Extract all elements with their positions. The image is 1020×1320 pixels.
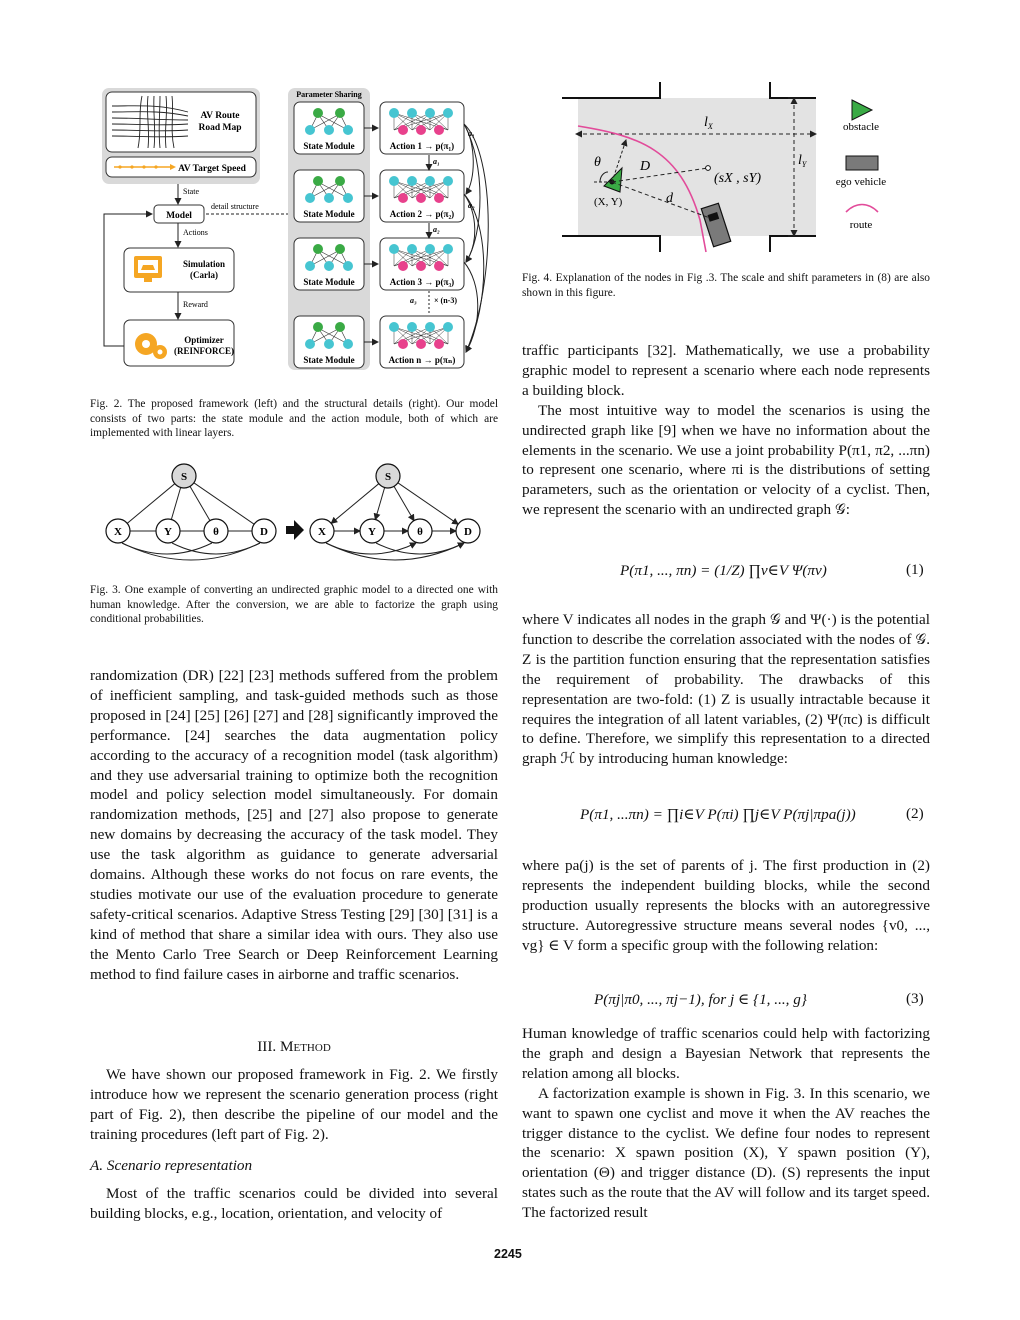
left-column-3: Most of the traffic scenarios could be d…: [90, 1184, 498, 1224]
fig4-diagram: lX lY θ D d (sX , sY) (X, Y) obstacle eg…: [562, 82, 887, 253]
equation-3: P(πj|π0, ..., πj−1), for j ∈ {1, ..., g}: [594, 991, 807, 1008]
graph-node: Y: [359, 518, 385, 544]
fig3-caption: Fig. 3. One example of converting an und…: [90, 584, 498, 626]
graph-node: D: [251, 518, 277, 544]
svg-text:S: S: [385, 471, 391, 483]
equation-2-number: (2): [906, 805, 924, 822]
action-module-label: Action n → p(πₙ): [389, 355, 456, 365]
right-paragraph-1: traffic participants [32]. Mathematicall…: [522, 342, 930, 399]
graph-node: X: [105, 518, 131, 544]
svg-text:θ: θ: [417, 526, 423, 538]
left-paragraph-2: We have shown our proposed framework in …: [90, 1066, 498, 1143]
svg-text:Y: Y: [164, 526, 172, 538]
left-column: randomization (DR) [22] [23] methods suf…: [90, 666, 498, 985]
action-module-label: Action 3 → p(π₃): [390, 277, 454, 287]
state-label: State: [183, 187, 199, 196]
a1-mid: a₁: [433, 157, 440, 166]
action-module-label: Action 1 → p(π₁): [390, 141, 454, 151]
graph-node: D: [455, 518, 481, 544]
svg-text:S: S: [181, 471, 187, 483]
left-paragraph-3: Most of the traffic scenarios could be d…: [90, 1185, 498, 1222]
a3-mid: a₃: [410, 296, 417, 305]
parameter-sharing-label: Parameter Sharing: [296, 90, 361, 99]
page-number: 2245: [494, 1247, 522, 1261]
a2-mid: a₂: [433, 225, 440, 234]
ly-label: lY: [798, 153, 808, 169]
right-paragraph-2: The most intuitive way to model the scen…: [522, 401, 930, 519]
fig4-caption: Fig. 4. Explanation of the nodes in Fig …: [522, 272, 930, 299]
equation-1-number: (1): [906, 561, 924, 578]
state-module: State Module: [293, 315, 365, 369]
right-column-2: where V indicates all nodes in the graph…: [522, 610, 930, 769]
right-paragraph-5: Human knowledge of traffic scenarios cou…: [522, 1025, 930, 1082]
fig2-caption: Fig. 2. The proposed framework (left) an…: [90, 398, 498, 440]
left-column-2: We have shown our proposed framework in …: [90, 1065, 498, 1145]
right-column-3: where pa(j) is the set of parents of j. …: [522, 856, 930, 956]
repeat-label: × (n-3): [434, 296, 457, 305]
state-module: State Module: [293, 237, 365, 291]
legend-route: route: [850, 219, 873, 231]
optimizer-label: Optimizer(REINFORCE): [174, 335, 234, 356]
graph-node: S: [375, 463, 401, 489]
svg-text:X: X: [318, 526, 326, 538]
model-label: Model: [166, 211, 192, 221]
lx-label: lX: [704, 115, 714, 131]
graph-node: Y: [155, 518, 181, 544]
action-module: Action 1 → p(π₁): [379, 101, 465, 155]
state-module-label: State Module: [303, 209, 354, 219]
action-module-label: Action 2 → p(π₂): [390, 209, 454, 219]
D-label: D: [639, 159, 650, 174]
right-paragraph-6: A factorization example is shown in Fig.…: [522, 1084, 930, 1222]
a1-side: a₁: [468, 129, 475, 138]
detail-structure-label: detail structure: [211, 202, 259, 211]
route-legend-icon: [845, 203, 879, 213]
equation-2: P(π1, ...πn) = ∏i∈V P(πi) ∏j∈V P(πj|πpa(…: [580, 806, 856, 823]
svg-text:Y: Y: [368, 526, 376, 538]
right-column-1: traffic participants [32]. Mathematicall…: [522, 341, 930, 520]
section-heading: III. Method: [257, 1038, 331, 1055]
equation-3-number: (3): [906, 990, 924, 1007]
simulation-label: Simulation(Carla): [183, 259, 225, 280]
sxsy-label: (sX , sY): [714, 171, 761, 186]
theta-label: θ: [594, 155, 601, 170]
action-module: Action 3 → p(π₃): [379, 237, 465, 291]
actions-label: Actions: [183, 228, 208, 237]
action-module: Action n → p(πₙ): [379, 315, 465, 369]
svg-text:D: D: [260, 526, 268, 538]
target-speed-label: AV Target Speed: [178, 164, 246, 174]
xy-label: (X, Y): [594, 196, 623, 208]
graph-node: θ: [203, 518, 229, 544]
svg-text:X: X: [114, 526, 122, 538]
state-module-label: State Module: [303, 277, 354, 287]
graph-node: θ: [407, 518, 433, 544]
action-module: Action 2 → p(π₂): [379, 169, 465, 223]
graph-node: S: [171, 463, 197, 489]
legend-obstacle: obstacle: [843, 121, 879, 133]
state-module: State Module: [293, 169, 365, 223]
svg-text:θ: θ: [213, 526, 219, 538]
obstacle-legend-icon: [851, 99, 874, 121]
right-paragraph-3: where V indicates all nodes in the graph…: [522, 611, 930, 768]
reward-label: Reward: [183, 300, 208, 309]
legend-ego-vehicle: ego vehicle: [836, 176, 887, 188]
graph-node: X: [309, 518, 335, 544]
state-module-label: State Module: [303, 141, 354, 151]
state-module: State Module: [293, 101, 365, 155]
ego-vehicle-legend-icon: [845, 155, 879, 171]
state-module-label: State Module: [303, 355, 354, 365]
svg-text:D: D: [464, 526, 472, 538]
left-paragraph-1: randomization (DR) [22] [23] methods suf…: [90, 667, 498, 983]
equation-1: P(π1, ..., πn) = (1/Z) ∏v∈V Ψ(πv): [620, 562, 827, 579]
right-paragraph-4: where pa(j) is the set of parents of j. …: [522, 857, 930, 954]
a2-side: a₂: [468, 201, 475, 210]
right-column-4: Human knowledge of traffic scenarios cou…: [522, 1024, 930, 1223]
d-label: d: [666, 191, 674, 206]
subsection-heading: A. Scenario representation: [90, 1157, 253, 1174]
conversion-arrow: [286, 520, 304, 540]
